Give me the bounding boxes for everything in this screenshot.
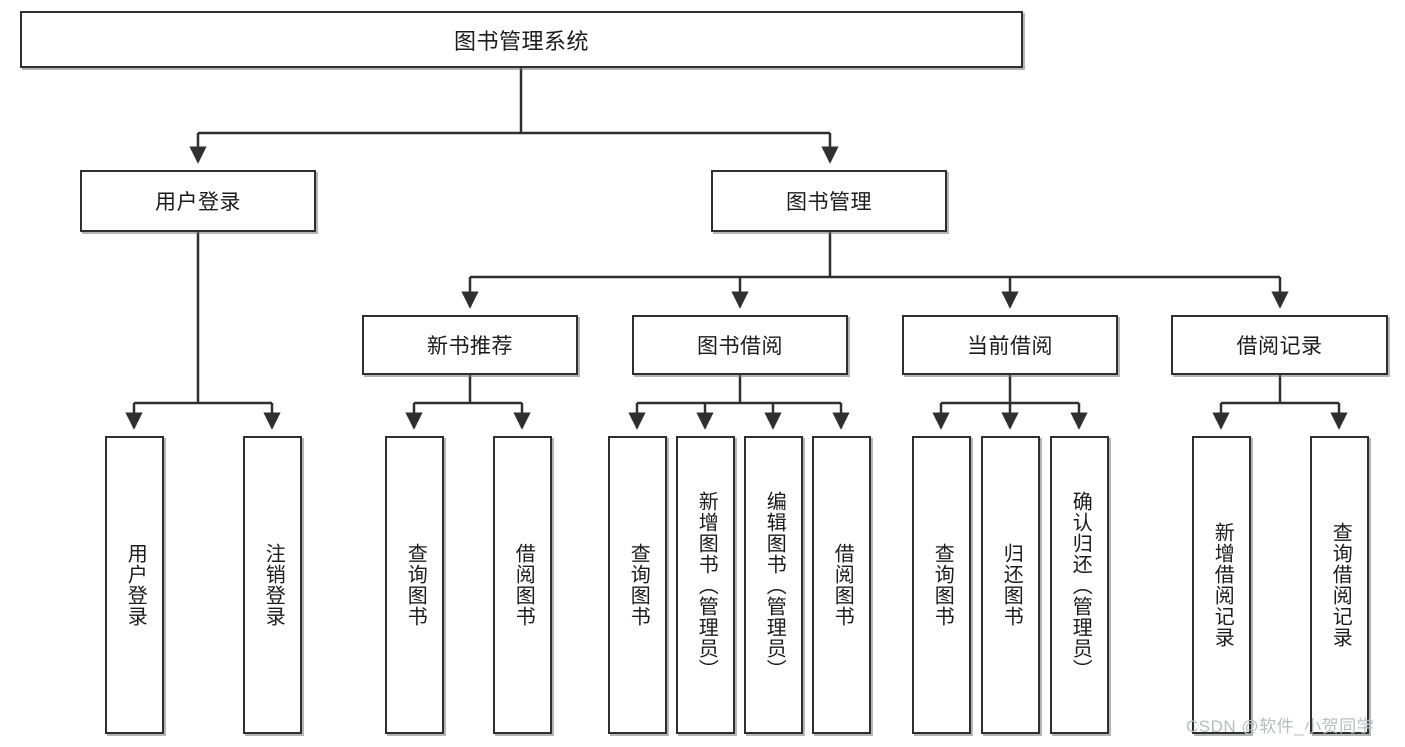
node-label: 归还图书: [1000, 543, 1023, 627]
node-label: 当前借阅: [967, 335, 1053, 358]
node-label: 用户登录: [124, 543, 147, 627]
leaf-record-add-borrow-record[interactable]: 新增借阅记录: [1192, 436, 1251, 734]
node-label: 确认归还（管理员）: [1069, 490, 1092, 680]
node-label: 图书管理系统: [453, 28, 589, 54]
node-label: 查询图书: [627, 543, 650, 627]
node-current-borrow[interactable]: 当前借阅: [902, 315, 1118, 375]
node-label: 借阅记录: [1236, 335, 1323, 358]
node-label: 图书管理: [786, 191, 872, 214]
node-borrow-record[interactable]: 借阅记录: [1171, 315, 1388, 375]
node-label: 图书借阅: [697, 335, 783, 358]
node-label: 新增借阅记录: [1211, 522, 1234, 648]
node-new-book-recommend[interactable]: 新书推荐: [362, 315, 578, 375]
leaf-borrow-query-book[interactable]: 查询图书: [608, 436, 667, 734]
node-label: 借阅图书: [512, 543, 535, 627]
node-label: 查询图书: [931, 543, 954, 627]
node-label: 注销登录: [262, 543, 285, 627]
node-label: 用户登录: [155, 191, 241, 214]
node-book-management[interactable]: 图书管理: [711, 170, 947, 232]
leaf-current-confirm-return-admin[interactable]: 确认归还（管理员）: [1050, 436, 1109, 734]
leaf-borrow-add-book-admin[interactable]: 新增图书（管理员）: [676, 436, 735, 734]
leaf-borrow-edit-book-admin[interactable]: 编辑图书（管理员）: [744, 436, 803, 734]
leaf-record-query-borrow-record[interactable]: 查询借阅记录: [1310, 436, 1369, 734]
node-label: 编辑图书（管理员）: [763, 490, 786, 680]
node-book-borrow[interactable]: 图书借阅: [632, 315, 848, 375]
node-label: 新书推荐: [427, 335, 513, 358]
leaf-recommend-borrow-book[interactable]: 借阅图书: [493, 436, 552, 734]
csdn-watermark: CSDN @软件_小贺同学: [1186, 717, 1375, 736]
node-label: 查询图书: [404, 543, 427, 627]
node-label: 新增图书（管理员）: [695, 490, 718, 680]
leaf-user-login-signin[interactable]: 用户登录: [105, 436, 164, 734]
leaf-recommend-query-book[interactable]: 查询图书: [385, 436, 444, 734]
leaf-current-return-book[interactable]: 归还图书: [981, 436, 1040, 734]
node-user-login[interactable]: 用户登录: [80, 170, 316, 232]
leaf-user-login-signout[interactable]: 注销登录: [243, 436, 302, 734]
node-label: 借阅图书: [831, 543, 854, 627]
node-root-system[interactable]: 图书管理系统: [20, 11, 1023, 68]
node-label: 查询借阅记录: [1329, 522, 1352, 648]
leaf-borrow-borrow-book[interactable]: 借阅图书: [812, 436, 871, 734]
leaf-current-query-book[interactable]: 查询图书: [912, 436, 971, 734]
